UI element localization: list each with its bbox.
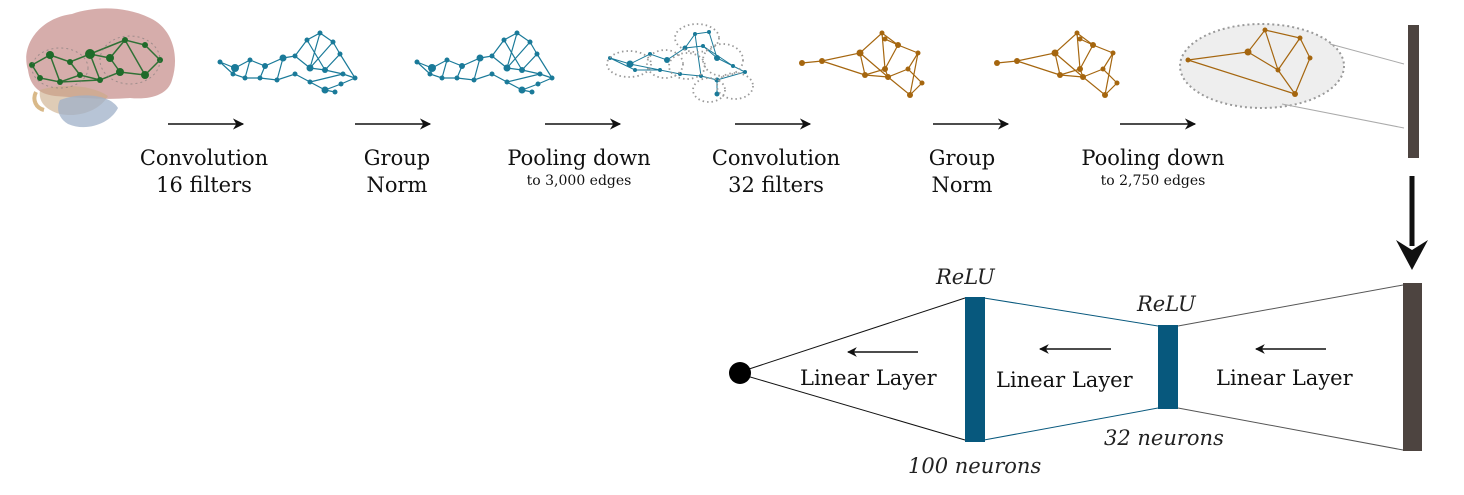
stage-title: Pooling down bbox=[1081, 146, 1225, 170]
activation-label: ReLU bbox=[1137, 292, 1196, 316]
linear-layer-label: Linear Layer bbox=[996, 368, 1133, 392]
layer2-neurons-label: 32 neurons bbox=[1104, 426, 1224, 450]
pooling-ellipse-icon bbox=[1179, 23, 1405, 129]
down-arrow-icon bbox=[1396, 176, 1428, 270]
stage-subtitle: to 3,000 edges bbox=[526, 173, 632, 189]
stage-title: Convolution bbox=[139, 146, 269, 170]
stage-title: Group bbox=[928, 146, 996, 170]
stage-label-pool1: Pooling down to 3,000 edges bbox=[484, 145, 674, 190]
layer1-bar bbox=[965, 297, 985, 442]
stage-detail: Norm bbox=[931, 173, 993, 197]
linear-layer-label: Linear Layer bbox=[1216, 366, 1353, 390]
stage-detail: 16 filters bbox=[156, 173, 252, 197]
fc-head bbox=[729, 283, 1422, 451]
stage-label-conv2: Convolution 32 filters bbox=[690, 145, 862, 199]
stage-label-norm1: Group Norm bbox=[334, 145, 460, 199]
graph-icon bbox=[606, 23, 754, 103]
activation-label: ReLU bbox=[936, 265, 995, 289]
stage-label-norm2: Group Norm bbox=[900, 145, 1024, 199]
stage-label-pool2: Pooling down to 2,750 edges bbox=[1058, 145, 1248, 190]
stage-subtitle: to 2,750 edges bbox=[1100, 173, 1206, 189]
stage-title: Convolution bbox=[711, 146, 841, 170]
layer1-neurons-label: 100 neurons bbox=[908, 454, 1042, 478]
stage-label-conv1: Convolution 16 filters bbox=[118, 145, 290, 199]
stage-title: Group bbox=[363, 146, 431, 170]
brain-icon bbox=[26, 8, 176, 128]
output-node bbox=[729, 362, 751, 384]
stage-detail: 32 filters bbox=[728, 173, 824, 197]
linear-layer-label: Linear Layer bbox=[800, 366, 937, 390]
layer2-bar bbox=[1158, 325, 1178, 409]
graph-icon bbox=[993, 29, 1121, 99]
input-bar bbox=[1403, 283, 1422, 451]
stage-title: Pooling down bbox=[507, 146, 651, 170]
stage-detail: Norm bbox=[366, 173, 428, 197]
flatten-bar bbox=[1408, 25, 1419, 158]
graph-icon bbox=[799, 30, 925, 98]
graph-icon bbox=[413, 29, 556, 96]
graph-icon bbox=[217, 30, 358, 95]
